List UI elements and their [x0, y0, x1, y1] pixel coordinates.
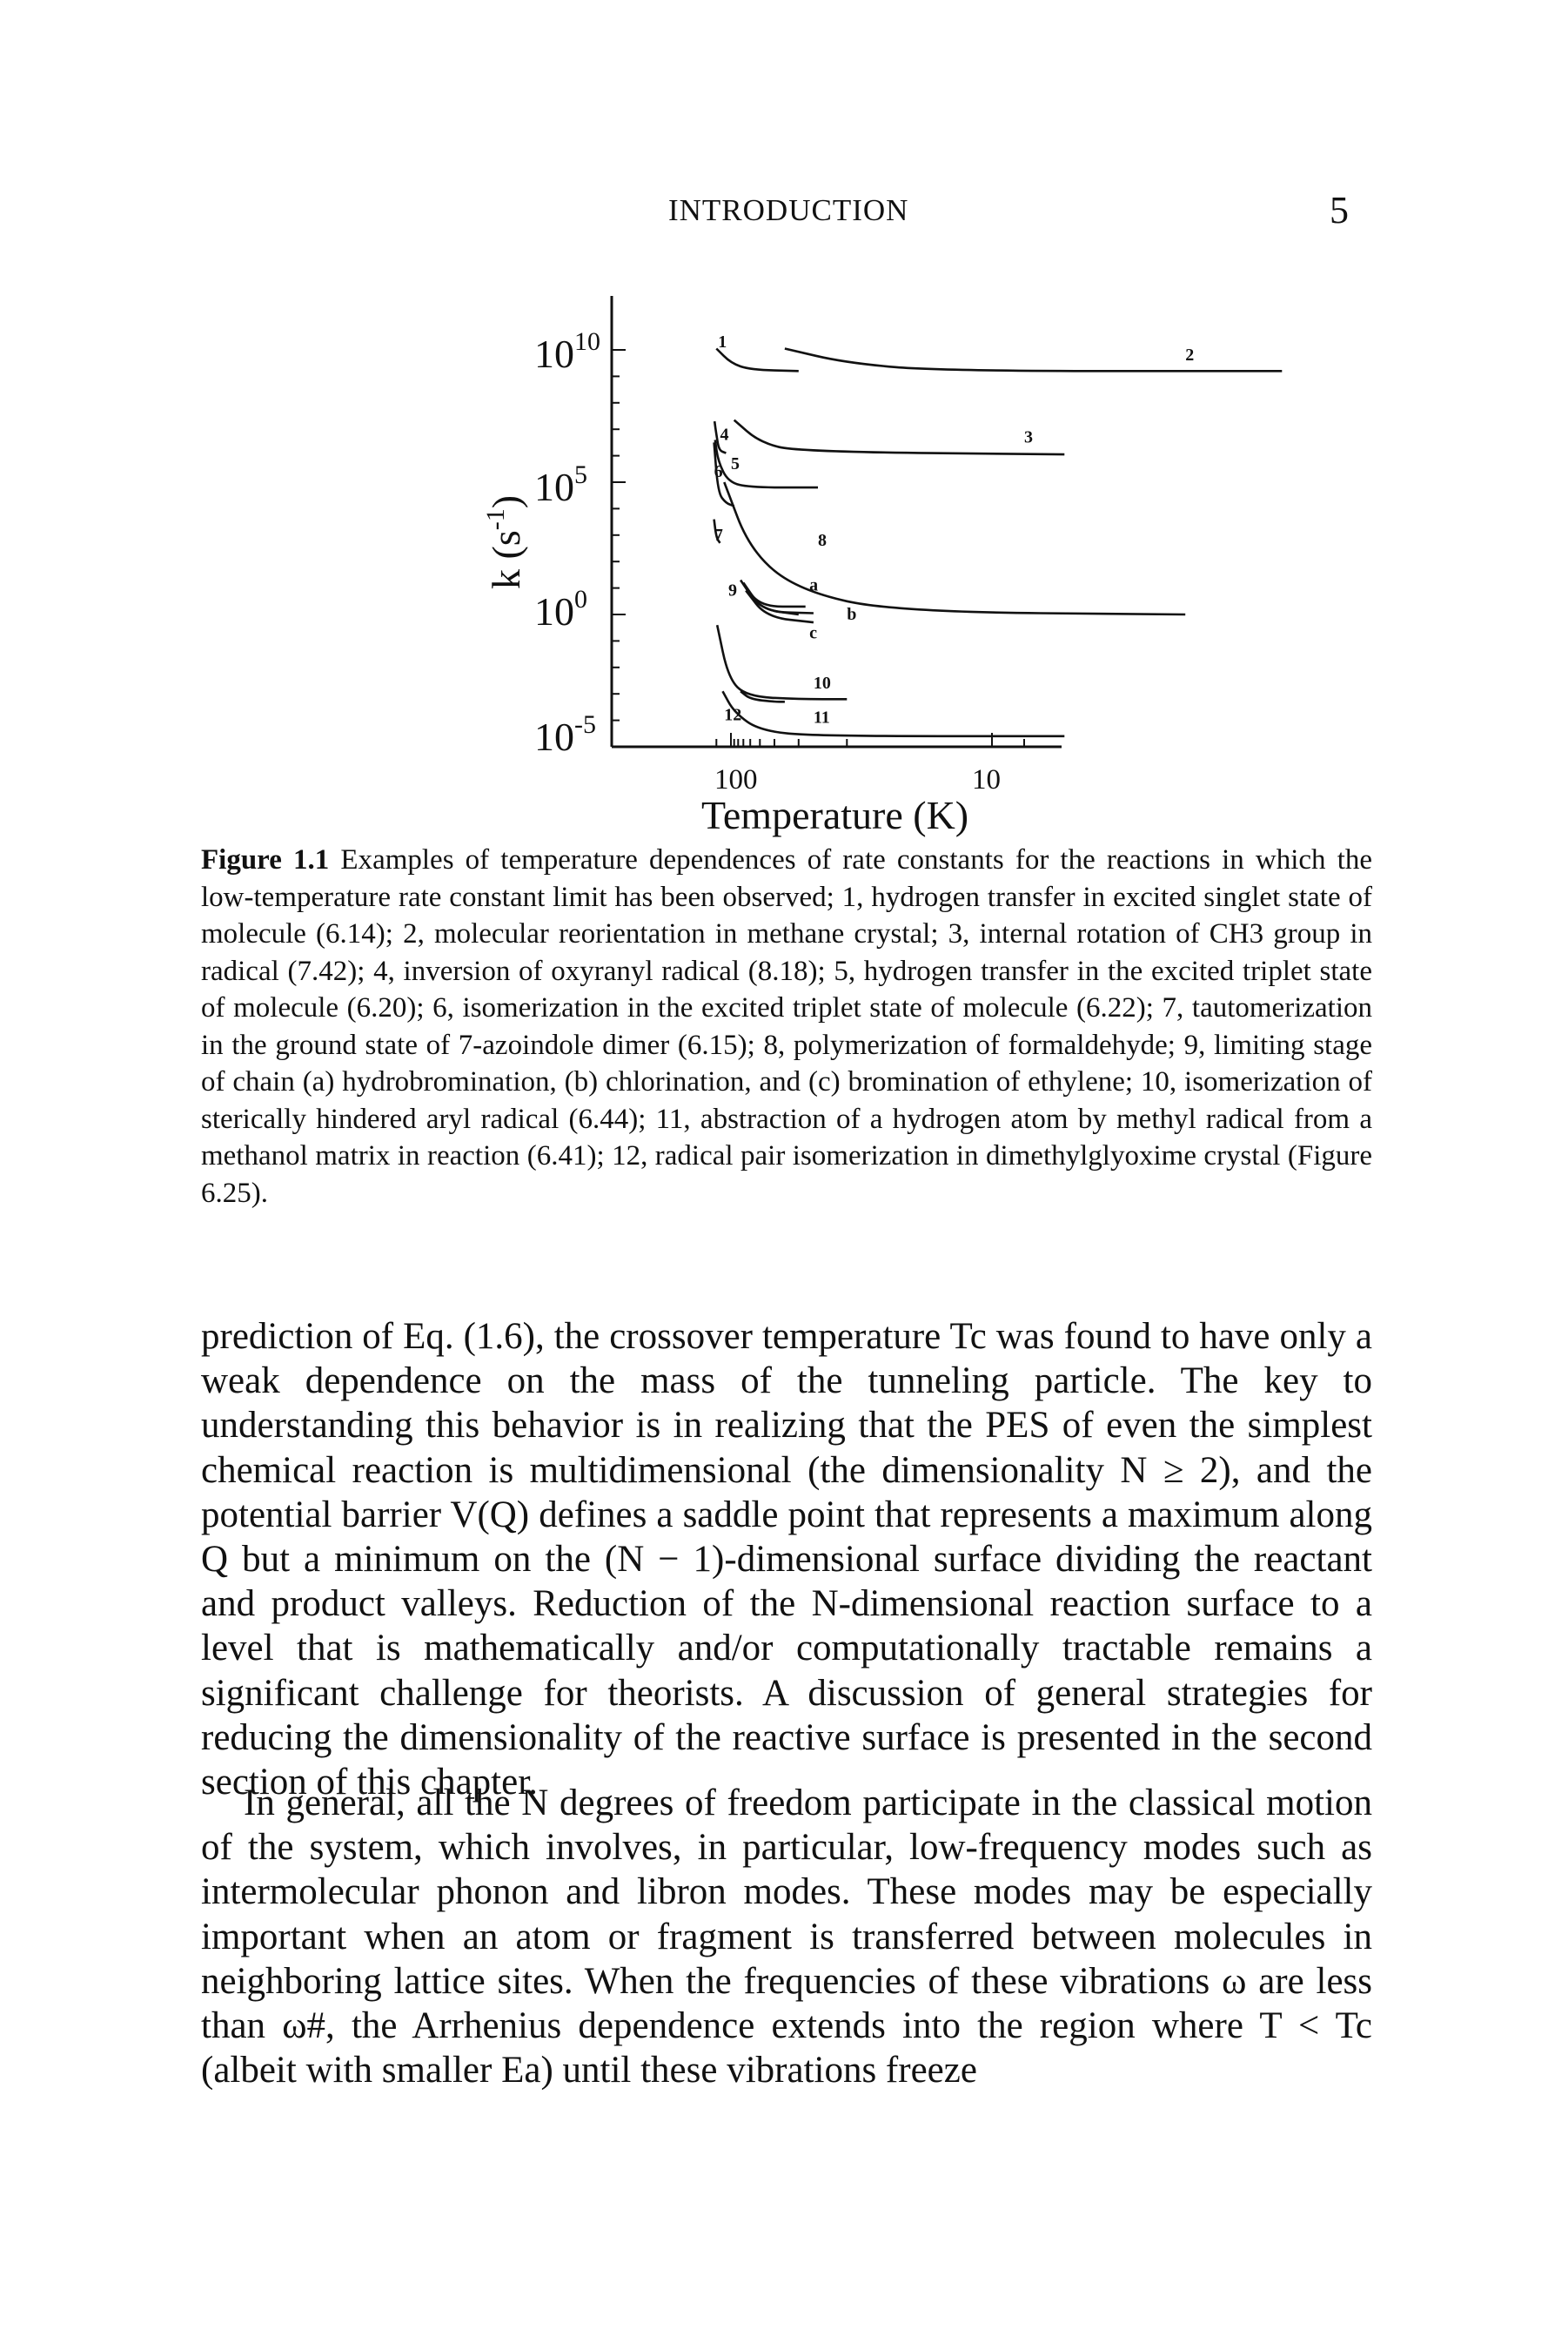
- y-tick-label-10-5: 105: [534, 460, 587, 509]
- x-axis-label: Temperature (K): [701, 793, 968, 837]
- curve-label-2: 2: [1185, 346, 1194, 365]
- curve-label-5: 5: [731, 454, 740, 473]
- svg-text:k (s-1): k (s-1): [481, 495, 528, 589]
- curve-7: [713, 519, 721, 544]
- curve-2: [784, 347, 1283, 373]
- running-head-title: INTRODUCTION: [668, 193, 909, 227]
- curve-label-9: 9: [728, 581, 737, 601]
- y-tick-label-10-minus5: 10-5: [534, 710, 596, 759]
- x-tick-label-10: 10: [972, 764, 1001, 796]
- curve-label-4: 4: [720, 425, 729, 444]
- curve-label-b: b: [847, 605, 856, 624]
- curve-5: [714, 440, 818, 489]
- figure-caption: Figure 1.1 Examples of temperature depen…: [201, 842, 1372, 1212]
- curve-label-c: c: [809, 623, 817, 642]
- curve-c: [745, 589, 814, 624]
- curve-label-1: 1: [718, 332, 727, 352]
- figure-rate-constants: 1010 105 100 10-5 100 10 Temperature (K)…: [481, 296, 1283, 837]
- curve-b: [743, 584, 814, 614]
- curve-a: [742, 581, 806, 608]
- curves: [713, 347, 1283, 738]
- curve-10: [715, 624, 848, 701]
- figure-caption-text: Examples of temperature dependences of r…: [201, 844, 1373, 1209]
- curve-label-3: 3: [1024, 427, 1033, 446]
- plot-frame: [610, 296, 1062, 749]
- curve-1: [715, 347, 799, 373]
- figure-caption-label: Figure 1.1: [201, 844, 330, 876]
- y-tick-labels: 1010 105 100 10-5: [534, 327, 600, 759]
- page-number: 5: [1330, 189, 1349, 232]
- curve-6: [713, 442, 735, 507]
- y-ticks-minor: [612, 349, 626, 748]
- curve-label-10: 10: [814, 674, 831, 693]
- curve-label-12: 12: [724, 706, 741, 725]
- curve-8: [723, 481, 1186, 616]
- curve-3: [733, 419, 1065, 456]
- curve-11: [721, 690, 1065, 738]
- running-head: INTRODUCTION 5: [0, 189, 1568, 245]
- curve-12: [740, 690, 785, 703]
- x-tick-labels: 100 10: [714, 764, 1001, 796]
- curve-label-a: a: [809, 576, 818, 595]
- y-tick-label-10-10: 1010: [534, 327, 600, 376]
- curve-label-8: 8: [818, 531, 827, 550]
- y-axis-label: k (s-1): [481, 495, 528, 589]
- x-tick-label-100: 100: [714, 764, 758, 796]
- curve-4: [713, 420, 727, 454]
- curve-label-7: 7: [714, 526, 723, 545]
- curve-label-6: 6: [714, 462, 723, 481]
- curve-label-11: 11: [814, 708, 830, 728]
- body-paragraph-2: In general, all the N degrees of freedom…: [201, 1783, 1372, 2092]
- y-tick-label-10-0: 100: [534, 585, 587, 634]
- body-paragraph-1: prediction of Eq. (1.6), the crossover t…: [201, 1316, 1372, 1803]
